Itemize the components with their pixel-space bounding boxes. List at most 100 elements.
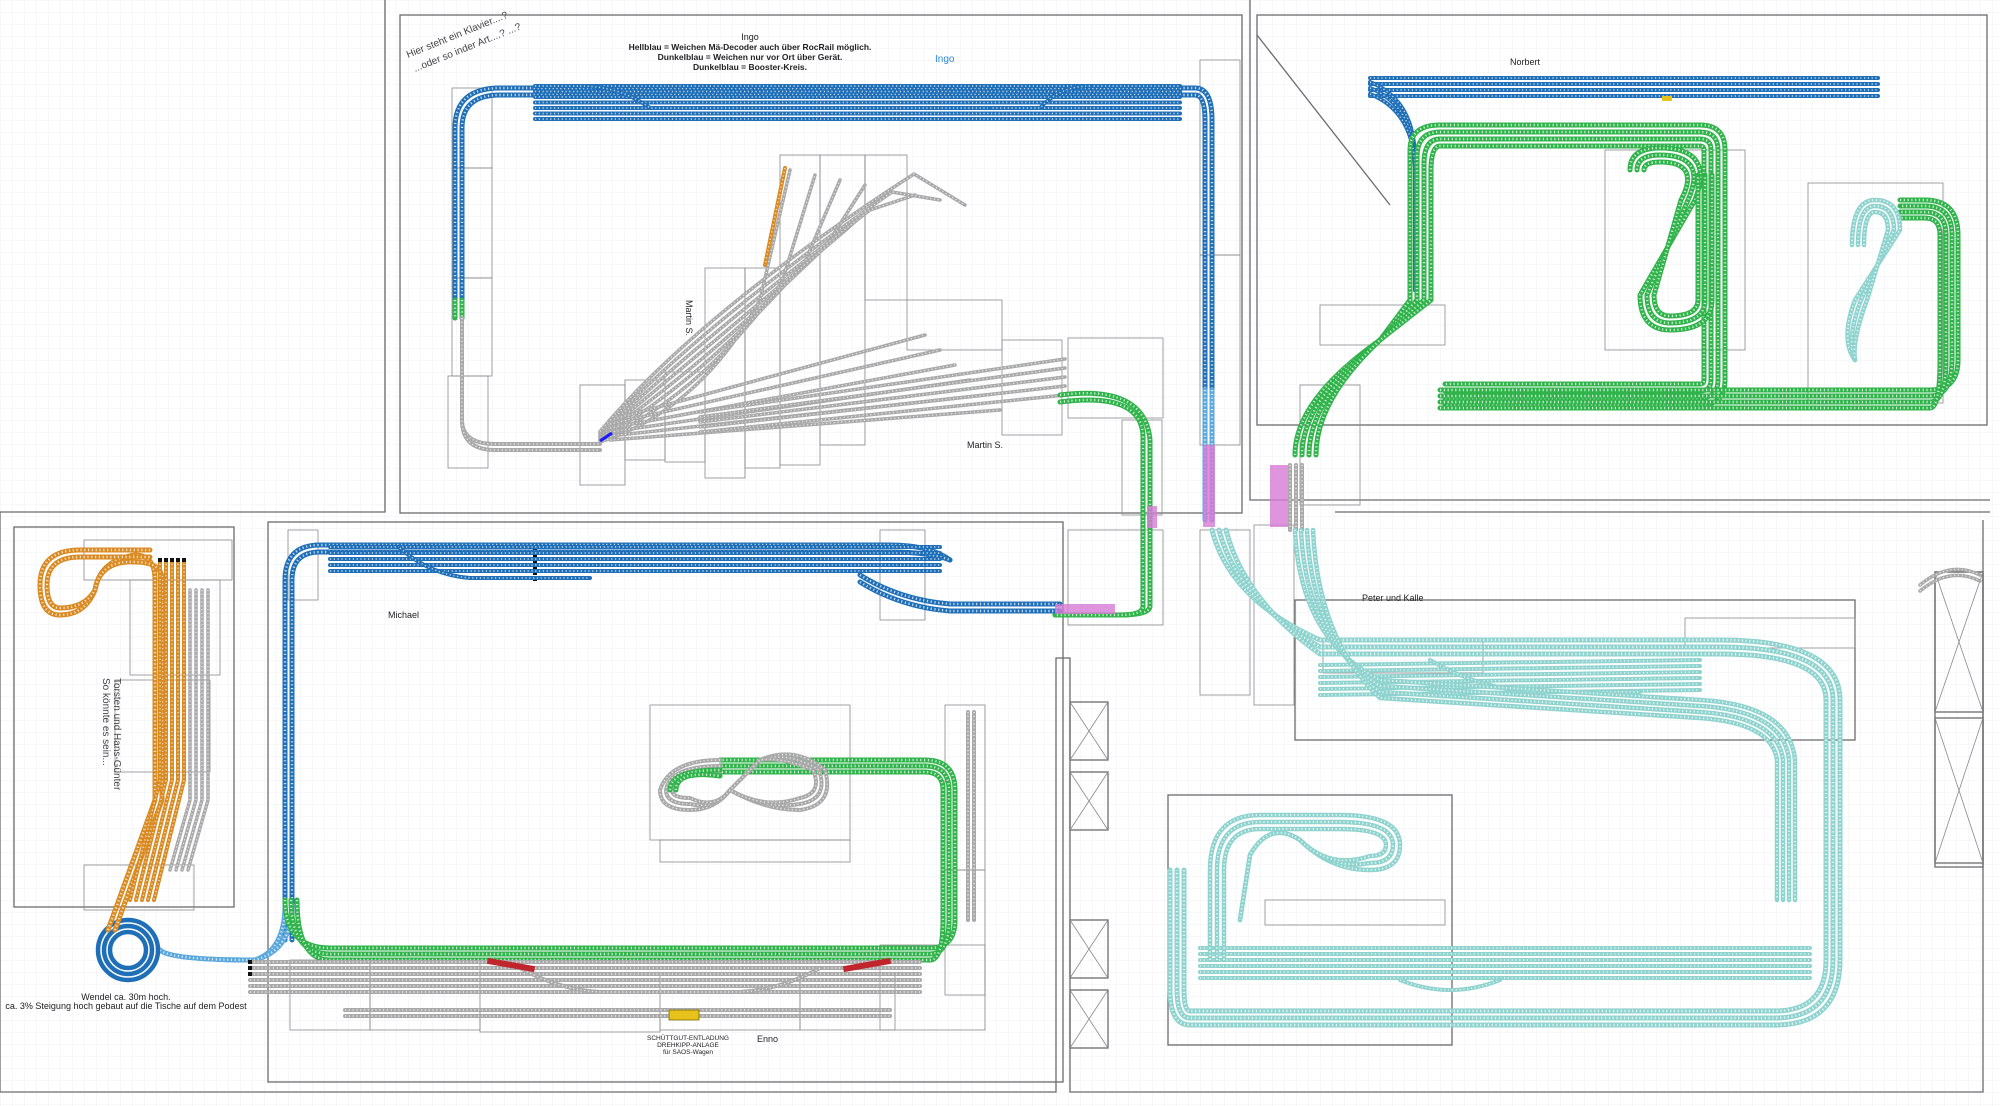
markers	[486, 96, 1672, 1021]
norbert-main-loop	[1313, 143, 1707, 458]
norbert-outer-loop	[1437, 215, 1943, 411]
peter-yard-upper	[1318, 670, 1702, 679]
ingo-main-loop	[459, 92, 1208, 448]
buffer-stop	[248, 966, 252, 970]
martin-lead	[460, 316, 602, 452]
martin-vertical-label: Martin S.	[684, 300, 694, 336]
peter-outer-loop	[1181, 527, 1829, 1014]
enno-yard-curve	[678, 966, 822, 994]
schuettgut-note-3: für SAOS-Wagen	[663, 1049, 713, 1056]
martin-fan-track	[598, 193, 917, 437]
torsten-siding	[146, 558, 180, 902]
blue-marker	[599, 431, 613, 443]
michael-exit	[857, 579, 1063, 614]
norbert-figure8	[1641, 159, 1701, 319]
peter-inner-line	[1310, 527, 1780, 903]
wendel-helix-ring	[101, 923, 155, 977]
schuettgut-marker	[668, 1009, 700, 1021]
martin-fan-track	[598, 188, 892, 438]
buffer-stop	[170, 558, 174, 562]
torsten-note-2: So könnte es sein...	[100, 678, 111, 766]
buffer-stop	[176, 558, 180, 562]
ingo-legend-line2: Dunkelblau = Weichen nur vor Ort über Ge…	[658, 52, 843, 62]
pink-block-1	[1203, 445, 1215, 527]
pink-block-3	[1055, 604, 1115, 614]
buffer-stop	[248, 960, 252, 964]
buffer-stop	[164, 558, 168, 562]
schuettgut-note-2: DREHKIPP-ANLAGE	[657, 1042, 719, 1049]
board-norbert	[1256, 14, 1988, 426]
torsten-gray-siding	[180, 588, 204, 872]
peter-yard-upper	[1318, 658, 1702, 667]
martin-siding	[608, 333, 927, 422]
torsten-loop	[44, 554, 165, 933]
peter-inner-line	[1292, 527, 1798, 903]
ingo-main-loop	[452, 85, 1215, 448]
peter-yard-upper	[1318, 664, 1702, 673]
red-marker-right	[842, 957, 892, 973]
martin-siding	[608, 348, 942, 426]
torsten-siding	[140, 558, 174, 902]
storage-boxes	[1069, 571, 1984, 1049]
martin-siding	[608, 408, 1002, 442]
buffer-stop	[182, 558, 186, 562]
peter-yard-lower-curve	[1398, 978, 1502, 992]
ingo-yard-curve	[988, 84, 1092, 110]
peter-figure8	[1221, 826, 1389, 963]
wendel-helix-ring	[107, 929, 149, 971]
wendel-note-1: Wendel ca. 30m hoch.	[81, 992, 170, 1002]
martin-label: Martin S.	[967, 440, 1003, 450]
martin-siding	[608, 363, 957, 430]
ingo-blue-label: Ingo	[935, 54, 955, 65]
norbert-main-loop	[1306, 136, 1714, 458]
peter-kalle-label: Peter und Kalle	[1362, 593, 1424, 603]
track-network	[37, 76, 1982, 1028]
martin-orange-track	[763, 166, 787, 267]
red-marker-left	[486, 957, 536, 973]
norbert-teal-oval	[1845, 197, 1903, 363]
michael-main	[289, 549, 953, 943]
wendel-note-2: ca. 3% Steigung hoch gebaut auf die Tisc…	[5, 1001, 247, 1011]
martin-fan-track	[598, 190, 942, 435]
martin-siding-long	[698, 357, 1067, 414]
norbert-main-loop	[1299, 129, 1721, 458]
torsten-note-1: Torsten und Hans-Günter	[111, 678, 122, 791]
enno-yard-curve	[518, 966, 682, 994]
martin-siding-long	[698, 375, 1067, 424]
norbert-teal-oval	[1852, 209, 1891, 363]
torsten-gray-siding	[168, 588, 192, 872]
ingo-legend-line1: Hellblau = Weichen Mä-Decoder auch über …	[629, 42, 872, 52]
norbert-figure8	[1634, 152, 1708, 326]
board-ingo	[399, 14, 1243, 514]
buffer-stop	[158, 558, 162, 562]
norbert-teal-oval	[1849, 203, 1897, 363]
michael-yard-curve	[398, 546, 592, 580]
wendel-helix-ring	[95, 917, 161, 983]
torsten-gray-siding	[174, 588, 198, 872]
ingo-legend-line3: Dunkelblau = Booster-Kreis.	[693, 62, 807, 72]
michael-label: Michael	[388, 610, 419, 620]
torsten-siding	[152, 558, 186, 902]
martin-siding-long	[698, 366, 1067, 419]
norbert-label: Norbert	[1510, 57, 1541, 67]
peter-small-arc	[1918, 567, 1982, 587]
torsten-siding	[128, 558, 162, 902]
martin-siding-long	[698, 393, 1067, 434]
enno-inner-green	[667, 767, 723, 793]
pink-block-2	[1270, 465, 1288, 527]
michael-exit	[857, 572, 1063, 607]
peter-small-arc	[1918, 573, 1982, 593]
peter-inner-line	[1304, 527, 1786, 903]
room-wall-top-right	[1249, 0, 1990, 501]
buffer-stop	[248, 972, 252, 976]
enno-label: Enno	[757, 1034, 778, 1044]
peter-inner-line	[1298, 527, 1792, 903]
martin-fan-track	[598, 172, 967, 434]
enno-inner-green	[673, 772, 723, 793]
martin-green-connector	[1052, 397, 1146, 618]
torsten-gray-siding	[186, 588, 210, 872]
torsten-siding	[134, 558, 168, 902]
ingo-title: Ingo	[741, 32, 759, 42]
